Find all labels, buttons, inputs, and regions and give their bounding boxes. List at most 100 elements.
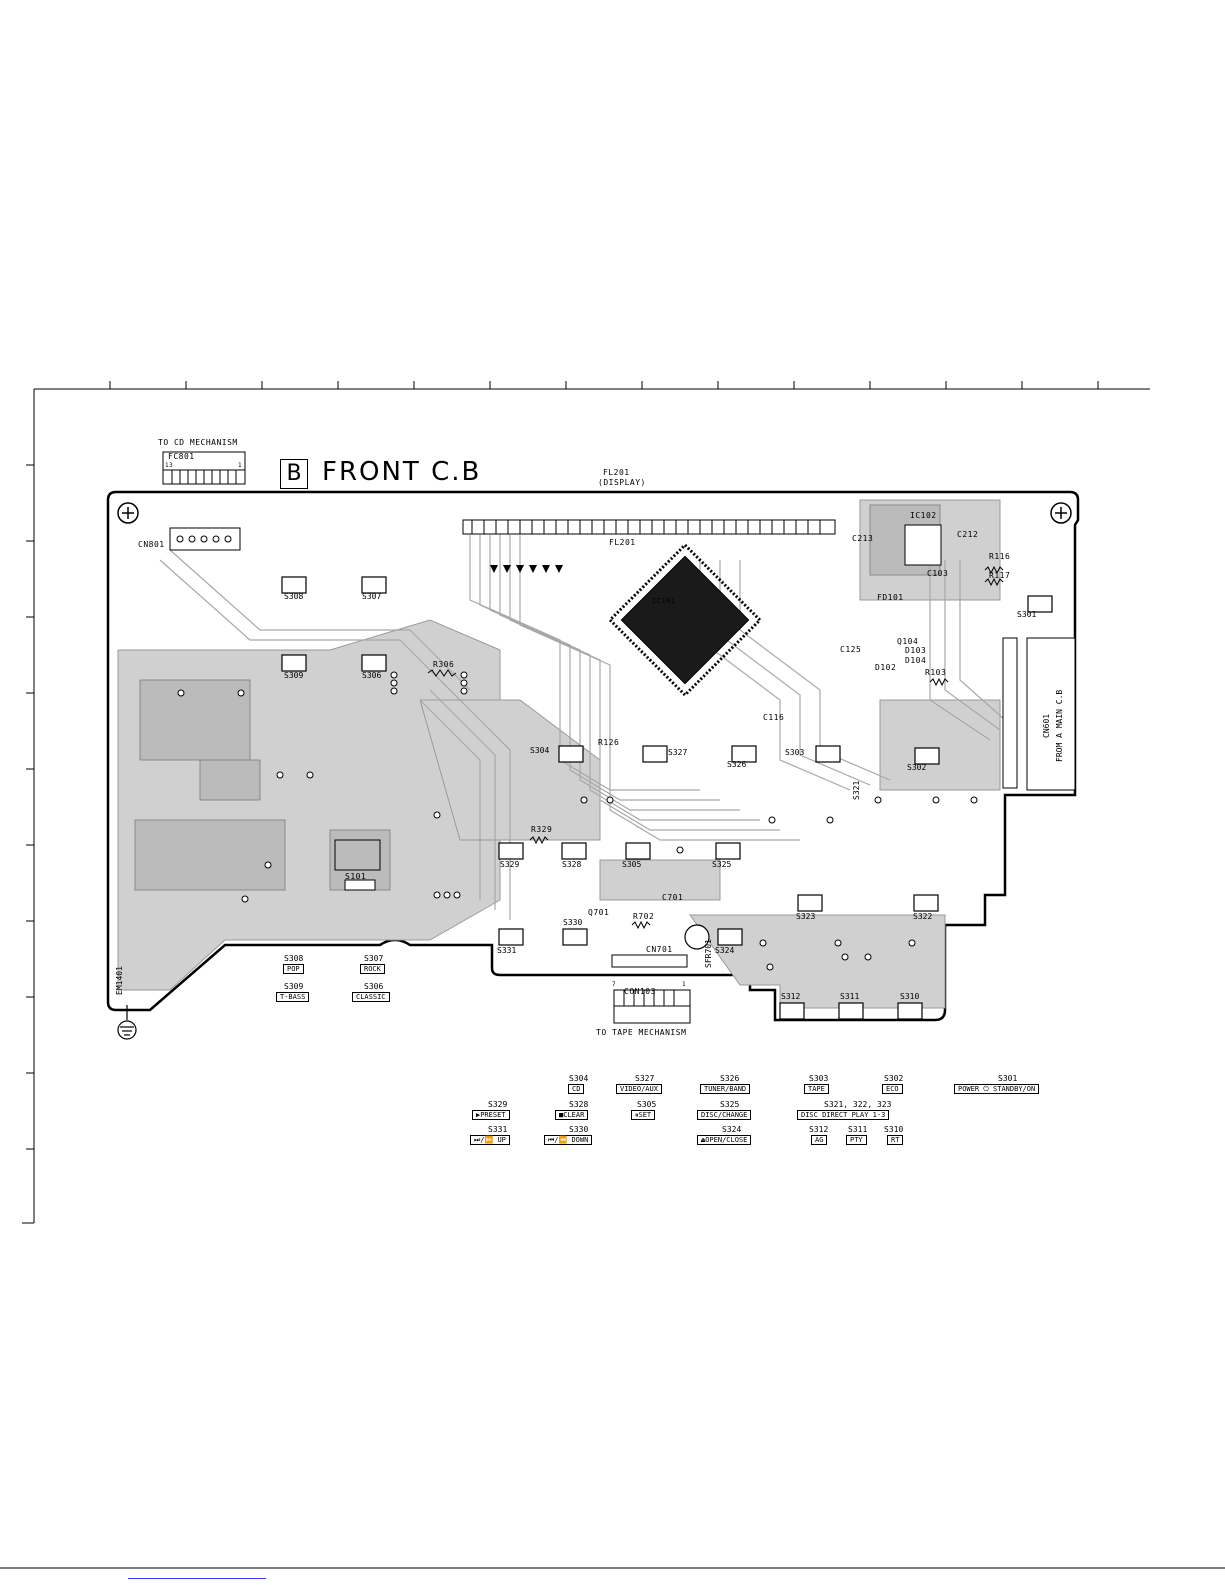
- legend-code: S312: [809, 1125, 829, 1134]
- board-switch: S330: [563, 918, 583, 927]
- c116-label: C116: [763, 713, 785, 722]
- board-letter: B: [280, 459, 308, 489]
- cd-mechanism-label: TO CD MECHANISM: [158, 438, 238, 447]
- ic102-chip: [904, 524, 942, 566]
- legend-code: S311: [848, 1125, 868, 1134]
- ic102-label: IC102: [910, 511, 937, 520]
- board-switch: S302: [907, 763, 927, 772]
- r126-label: R126: [598, 738, 620, 747]
- c212-label: C212: [957, 530, 979, 539]
- page-frame: [0, 388, 1225, 1569]
- r702-label: R702: [633, 912, 655, 921]
- c213-label: C213: [852, 534, 874, 543]
- q701-label: Q701: [588, 908, 610, 917]
- legend-name: ⏏OPEN/CLOSE: [697, 1135, 752, 1145]
- s101-label: S101: [345, 872, 367, 881]
- fl201-subtitle: (DISPLAY): [598, 478, 646, 487]
- frame-ticks: [26, 381, 1099, 1150]
- con103-label: CON103: [624, 987, 656, 996]
- legend-code: S309: [284, 982, 304, 991]
- board-switch: S327: [668, 748, 688, 757]
- fl201-title: FL201: [603, 468, 630, 477]
- fc801-pin1: 1: [238, 462, 243, 469]
- r306-label: R306: [433, 660, 455, 669]
- copper-detail: [134, 504, 941, 891]
- legend-name: ▶PRESET: [472, 1110, 510, 1120]
- board-switch: S301: [1017, 610, 1037, 619]
- con103-cable: [613, 989, 691, 1024]
- con103-pin1: 1: [682, 981, 687, 988]
- board-switch: S306: [362, 671, 382, 680]
- fc801-cable: [162, 451, 246, 485]
- board-switch: S305: [622, 860, 642, 869]
- board-title: FRONT C.B: [322, 457, 482, 487]
- board-switch: S322: [913, 912, 933, 921]
- legend-code: S306: [364, 982, 384, 991]
- fc801-pin13: 13: [165, 462, 174, 469]
- fc801-label: FC801: [168, 452, 195, 461]
- d104-label: D104: [905, 656, 927, 665]
- legend-name: DISC/CHANGE: [697, 1110, 752, 1120]
- mount-hole-marks: [122, 507, 1067, 519]
- diode-row: [490, 565, 563, 573]
- legend-name: TAPE: [804, 1084, 829, 1094]
- board-switch: S324: [715, 946, 735, 955]
- board-switch: S310: [900, 992, 920, 1001]
- legend-code: S304: [569, 1074, 589, 1083]
- bottom-link-underline[interactable]: [128, 1578, 266, 1579]
- legend-code: S308: [284, 954, 304, 963]
- fd101-label: FD101: [877, 593, 904, 602]
- cn801-connector: [169, 527, 241, 551]
- legend-code: S301: [998, 1074, 1018, 1083]
- legend-name: DISC DIRECT PLAY 1-3: [797, 1110, 890, 1120]
- legend-name: CLASSIC: [352, 992, 390, 1002]
- board-switch: S328: [562, 860, 582, 869]
- vias: [177, 671, 978, 971]
- legend-name: VIDEO/AUX: [616, 1084, 662, 1094]
- main-cb-label: FROM A MAIN C.B: [1055, 689, 1064, 762]
- legend-code: S326: [720, 1074, 740, 1083]
- board-switch: S307: [362, 592, 382, 601]
- board-switch: S323: [796, 912, 816, 921]
- s101-switch: [334, 839, 381, 891]
- tape-mechanism-label: TO TAPE MECHANISM: [596, 1028, 687, 1037]
- legend-code: S327: [635, 1074, 655, 1083]
- c701-label: C701: [662, 893, 684, 902]
- d102-label: D102: [875, 663, 897, 672]
- legend-code: S307: [364, 954, 384, 963]
- legend-code: S328: [569, 1100, 589, 1109]
- q104-label: Q104: [897, 637, 919, 646]
- r103-label: R103: [925, 668, 947, 677]
- em1401-label: EM1401: [115, 966, 124, 995]
- switch-footprints: [281, 576, 1053, 1020]
- legend-name: T-BASS: [276, 992, 310, 1002]
- display-pins: [471, 520, 821, 534]
- legend-name: ⏭/⏩ UP: [470, 1135, 510, 1145]
- ic101-label: IC101: [652, 597, 676, 605]
- buzzer: [684, 924, 710, 950]
- board-switch: S311: [840, 992, 860, 1001]
- cn701-label: CN701: [646, 945, 673, 954]
- display-connector: [462, 519, 836, 535]
- board-switch: S326: [727, 760, 747, 769]
- board-switch: S325: [712, 860, 732, 869]
- legend-name: POP: [283, 964, 304, 974]
- legend-name: ⏸SET: [631, 1110, 656, 1120]
- legend-name: ⏮/⏪ DOWN: [544, 1135, 593, 1145]
- legend-code: S321, 322, 323: [824, 1100, 892, 1109]
- r116-label: R116: [989, 552, 1011, 561]
- board-switch: S304: [530, 746, 550, 755]
- legend-code: S303: [809, 1074, 829, 1083]
- legend-name: AG: [811, 1135, 828, 1145]
- resistors: [427, 565, 1004, 930]
- legend-name: PTY: [846, 1135, 867, 1145]
- board-switch: S331: [497, 946, 517, 955]
- legend-code: S324: [722, 1125, 742, 1134]
- cn601-label: CN601: [1042, 713, 1051, 738]
- c125-label: C125: [840, 645, 862, 654]
- con103-pin7: 7: [612, 981, 617, 988]
- board-switch: S308: [284, 592, 304, 601]
- fl201-board-label: FL201: [609, 538, 636, 547]
- legend-code: S330: [569, 1125, 589, 1134]
